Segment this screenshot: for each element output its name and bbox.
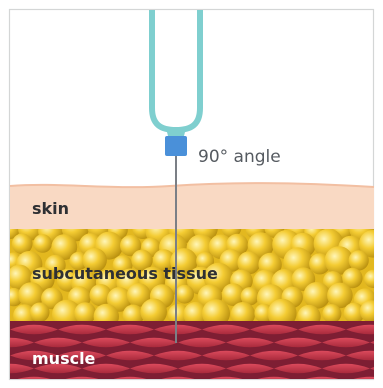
angle-label: 90° angle — [198, 147, 281, 167]
subcutaneous-label: subcutaneous tissue — [32, 264, 218, 283]
needle-collar — [166, 128, 186, 136]
needle-hub — [165, 136, 187, 156]
fat-globule — [74, 302, 96, 324]
muscle-fiber — [0, 377, 10, 387]
fat-globule — [322, 304, 341, 323]
fat-globule — [175, 285, 194, 304]
fat-globule — [360, 300, 382, 322]
muscle-fiber — [0, 351, 10, 361]
fat-globule — [349, 250, 369, 270]
fat-globule — [364, 270, 382, 288]
skin-label: skin — [32, 199, 69, 218]
fat-globule — [30, 303, 50, 323]
fat-globule — [33, 234, 52, 253]
fat-globule — [303, 282, 330, 309]
muscle-fiber — [0, 325, 10, 335]
muscle-label: muscle — [32, 349, 96, 368]
